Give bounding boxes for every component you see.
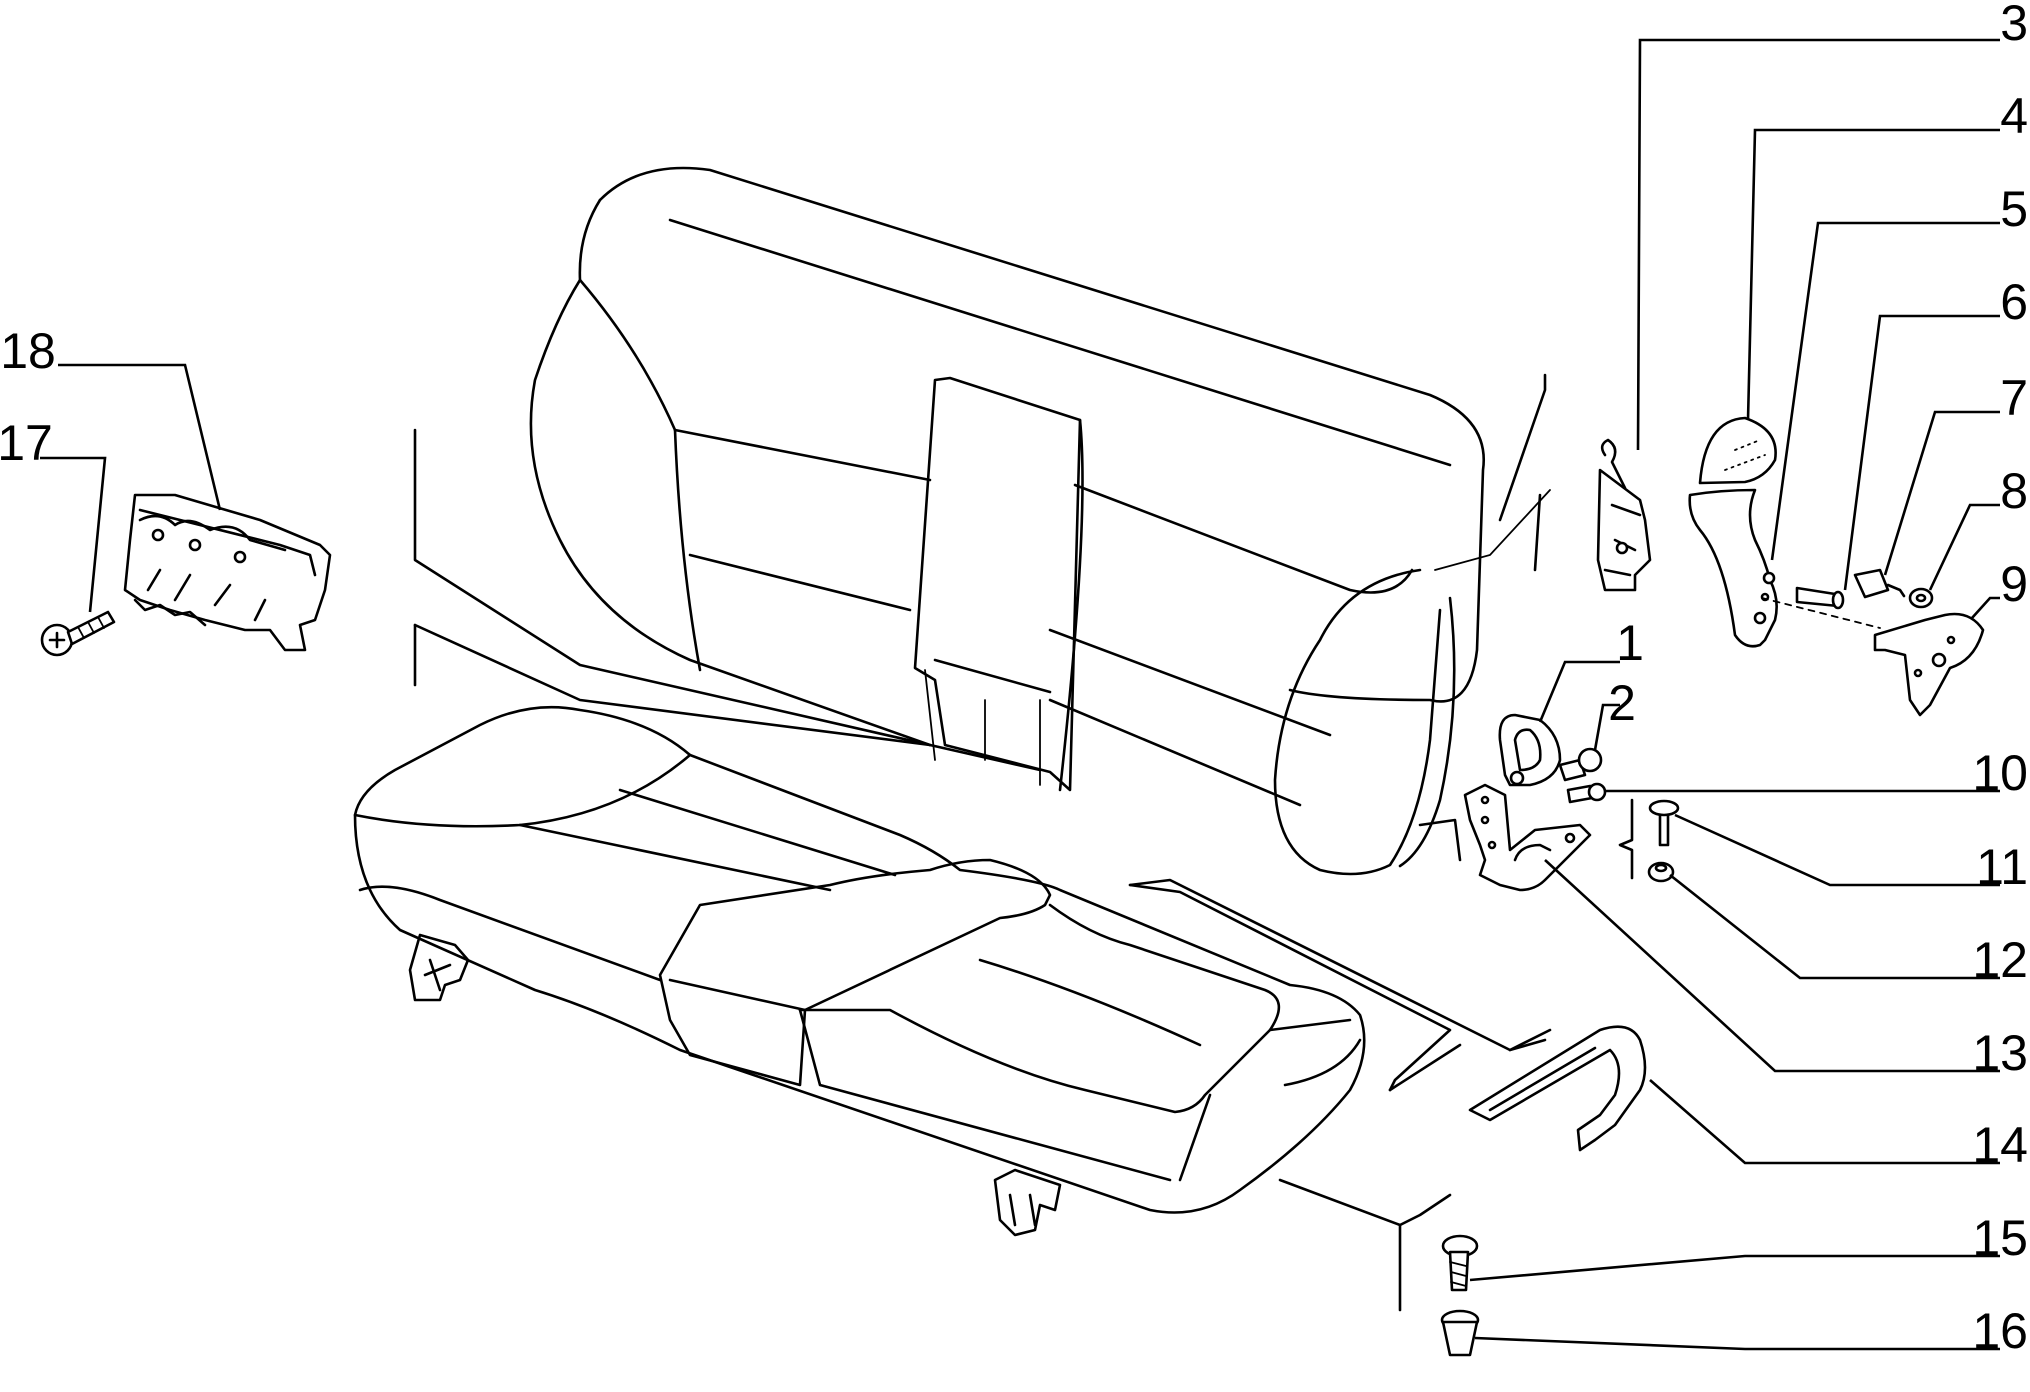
part-13-anchor-bracket: [1463, 783, 1592, 892]
part-8-bush: [1908, 587, 1934, 609]
part-2-bolt: [1558, 747, 1603, 782]
parts-11-12-bracket: [1618, 798, 1634, 880]
part-5-trim-cover: [1688, 488, 1778, 648]
leader-14: [1649, 1079, 2000, 1165]
leader-4: [1746, 128, 2000, 421]
leader-18: [58, 363, 222, 511]
callout-labels: 3 4 5 6 7 8 9 10 11 12 13 14 15 16 1 2 1…: [0, 0, 2028, 1359]
callout-17: 17: [0, 415, 53, 471]
leader-12: [1669, 873, 2000, 980]
leader-2: [1593, 703, 1620, 751]
part-9-hinge: [1761, 597, 1985, 717]
callout-5: 5: [2000, 181, 2028, 237]
callout-13: 13: [1972, 1025, 2028, 1081]
callout-6: 6: [2000, 274, 2028, 330]
seat-cushion: [353, 705, 1366, 1237]
callout-14: 14: [1972, 1117, 2028, 1173]
callout-16: 16: [1972, 1303, 2028, 1359]
seat-backrest: [529, 166, 1551, 876]
leader-13: [1544, 859, 2000, 1073]
part-4-cap: [1698, 416, 1777, 485]
callout-3: 3: [2000, 0, 2028, 51]
leader-11: [1674, 813, 2000, 887]
leader-16: [1474, 1336, 2000, 1351]
callout-9: 9: [2000, 556, 2028, 612]
callout-4: 4: [2000, 88, 2028, 144]
part-14-strap: [1468, 1025, 1647, 1152]
part-11-bolt: [1648, 799, 1680, 847]
part-18-side-panel: [123, 493, 332, 652]
callout-10: 10: [1972, 745, 2028, 801]
leader-lines: [40, 38, 2000, 1351]
callout-15: 15: [1972, 1210, 2028, 1266]
part-17-screw: [40, 610, 116, 657]
leader-6: [1843, 314, 2000, 591]
callout-7: 7: [2000, 370, 2028, 426]
part-16-plug: [1440, 1309, 1480, 1357]
callout-8: 8: [2000, 463, 2028, 519]
callout-11: 11: [1976, 839, 2028, 895]
part-15-clip: [1441, 1234, 1479, 1292]
callout-18: 18: [0, 323, 56, 379]
part-6-screw: [1795, 586, 1845, 610]
leader-7: [1883, 410, 2000, 576]
part-7-screw: [1853, 568, 1906, 599]
callout-1: 1: [1616, 615, 1644, 671]
leader-8: [1928, 503, 2000, 591]
part-12-washer: [1647, 861, 1675, 883]
leader-9: [1971, 596, 2000, 619]
part-1-d-ring: [1498, 713, 1562, 787]
leader-15: [1469, 1254, 2000, 1282]
leader-17: [40, 456, 107, 613]
leader-3: [1636, 38, 2000, 451]
assembly-lines: [413, 373, 1552, 1312]
leader-5: [1770, 221, 2000, 561]
leader-1: [1538, 660, 1620, 723]
callout-12: 12: [1972, 932, 2028, 988]
callout-2: 2: [1608, 675, 1636, 731]
part-3-latch: [1596, 438, 1652, 592]
part-10-bolt: [1566, 782, 1607, 804]
